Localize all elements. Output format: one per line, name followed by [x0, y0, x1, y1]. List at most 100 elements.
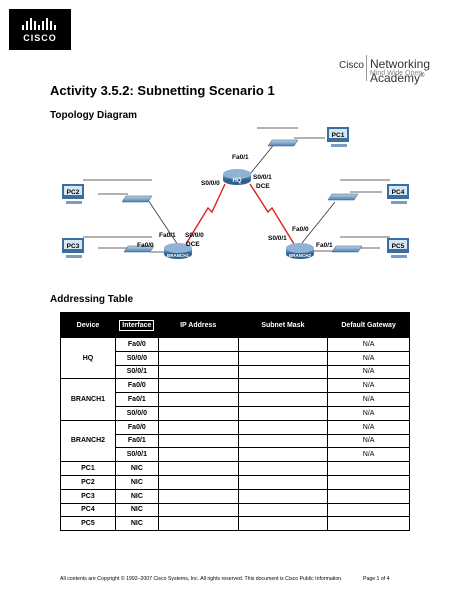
cell-interface: NIC [114, 516, 159, 532]
cell-interface: NIC [114, 474, 159, 490]
academy-tagline: Mind Wide Open [370, 70, 423, 77]
router-branch2[interactable]: BRANCH2 [286, 243, 314, 259]
topology-diagram: HQ BRANCH1 BRANCH2 PC1 PC2 [62, 127, 409, 259]
addressing-heading: Addressing Table [50, 294, 134, 305]
cell-subnet-mask[interactable] [237, 378, 329, 394]
cell-interface: S0/0/0 [114, 350, 159, 366]
pc2[interactable]: PC2 [62, 184, 84, 204]
pc4[interactable]: PC4 [387, 184, 409, 204]
cell-default-gateway [327, 461, 410, 476]
cell-ip-address[interactable] [157, 447, 239, 463]
cell-device: PC5 [60, 516, 116, 532]
cell-subnet-mask[interactable] [237, 474, 329, 490]
cell-subnet-mask[interactable] [237, 461, 329, 476]
table-row: S0/0/0 N/A [61, 350, 410, 366]
cell-interface: S0/0/1 [114, 447, 159, 463]
header-default-gateway: Default Gateway [327, 312, 410, 338]
cell-interface: S0/0/1 [114, 364, 159, 380]
footer-copyright: All contents are Copyright © 1992–2007 C… [60, 576, 343, 582]
router-branch1[interactable]: BRANCH1 [164, 243, 192, 259]
switch-branch2-upper[interactable] [327, 193, 359, 201]
switch-branch2-lower[interactable] [331, 245, 363, 253]
cell-default-gateway: N/A [327, 364, 410, 380]
cell-subnet-mask[interactable] [237, 516, 329, 532]
router-branch1-label: BRANCH1 [167, 253, 189, 258]
cell-default-gateway: N/A [327, 419, 410, 435]
cell-subnet-mask[interactable] [237, 447, 329, 463]
hq-s000-label: S0/0/0 [201, 180, 220, 187]
cell-interface: NIC [114, 502, 159, 518]
cell-ip-address[interactable] [157, 502, 239, 518]
cell-interface: NIC [114, 488, 159, 504]
pc4-label: PC4 [392, 189, 405, 196]
cell-subnet-mask[interactable] [237, 502, 329, 518]
page-title: Activity 3.5.2: Subnetting Scenario 1 [50, 83, 275, 98]
cell-ip-address[interactable] [157, 392, 239, 407]
header-ip-address: IP Address [157, 312, 239, 338]
footer-page-number: Page 1 of 4 [363, 576, 390, 582]
serial-link-hq-branch1 [185, 183, 226, 245]
header-device: Device [60, 312, 116, 338]
topology-heading: Topology Diagram [50, 110, 138, 121]
pc2-label: PC2 [67, 189, 80, 196]
cell-default-gateway [327, 474, 410, 490]
pc3[interactable]: PC3 [62, 238, 84, 258]
cell-default-gateway: N/A [327, 447, 410, 463]
cell-default-gateway [327, 488, 410, 504]
cell-default-gateway: N/A [327, 337, 410, 352]
cell-subnet-mask[interactable] [237, 488, 329, 504]
academy-name-text: Networking Academy® [370, 57, 431, 85]
cell-ip-address[interactable] [157, 364, 239, 380]
hq-dce-label: DCE [256, 183, 270, 190]
cell-ip-address[interactable] [157, 516, 239, 532]
cell-ip-address[interactable] [157, 461, 239, 476]
cell-default-gateway [327, 516, 410, 532]
cell-subnet-mask[interactable] [237, 350, 329, 366]
branch2-s001-label: S0/0/1 [268, 235, 287, 242]
cell-ip-address[interactable] [157, 350, 239, 366]
pc5[interactable]: PC5 [387, 238, 409, 258]
cell-subnet-mask[interactable] [237, 364, 329, 380]
cell-ip-address[interactable] [157, 488, 239, 504]
pc1-label: PC1 [332, 132, 345, 139]
cell-default-gateway: N/A [327, 392, 410, 407]
router-hq-label: HQ [233, 178, 242, 184]
cell-ip-address[interactable] [157, 419, 239, 435]
cell-ip-address[interactable] [157, 337, 239, 352]
branch1-s000-label: S0/0/0 [185, 232, 204, 239]
switch-branch1-upper[interactable] [121, 195, 153, 203]
cell-ip-address[interactable] [157, 405, 239, 421]
cell-ip-address[interactable] [157, 474, 239, 490]
cell-subnet-mask[interactable] [237, 419, 329, 435]
router-hq[interactable]: HQ [223, 169, 251, 185]
cell-subnet-mask[interactable] [237, 433, 329, 449]
cell-default-gateway: N/A [327, 378, 410, 394]
cell-interface: NIC [114, 461, 159, 476]
serial-link-hq-branch2 [249, 183, 295, 245]
switch-branch1-lower[interactable] [123, 245, 155, 253]
header-subnet-mask: Subnet Mask [237, 312, 329, 338]
hq-fa01-label: Fa0/1 [232, 154, 249, 161]
cell-default-gateway [327, 502, 410, 518]
pc1[interactable]: PC1 [327, 127, 349, 147]
cisco-logo: CISCO [9, 9, 71, 50]
cell-subnet-mask[interactable] [237, 337, 329, 352]
cell-ip-address[interactable] [157, 433, 239, 449]
cell-default-gateway: N/A [327, 350, 410, 366]
switch-hq[interactable] [267, 139, 299, 147]
cell-ip-address[interactable] [157, 378, 239, 394]
cell-device: PC1 [60, 461, 116, 476]
cell-device: BRANCH2 [60, 419, 116, 463]
router-branch2-label: BRANCH2 [289, 253, 311, 258]
cell-interface: Fa0/0 [114, 378, 159, 394]
branch1-fa01-label: Fa0/1 [159, 232, 176, 239]
cell-subnet-mask[interactable] [237, 405, 329, 421]
cell-subnet-mask[interactable] [237, 392, 329, 407]
